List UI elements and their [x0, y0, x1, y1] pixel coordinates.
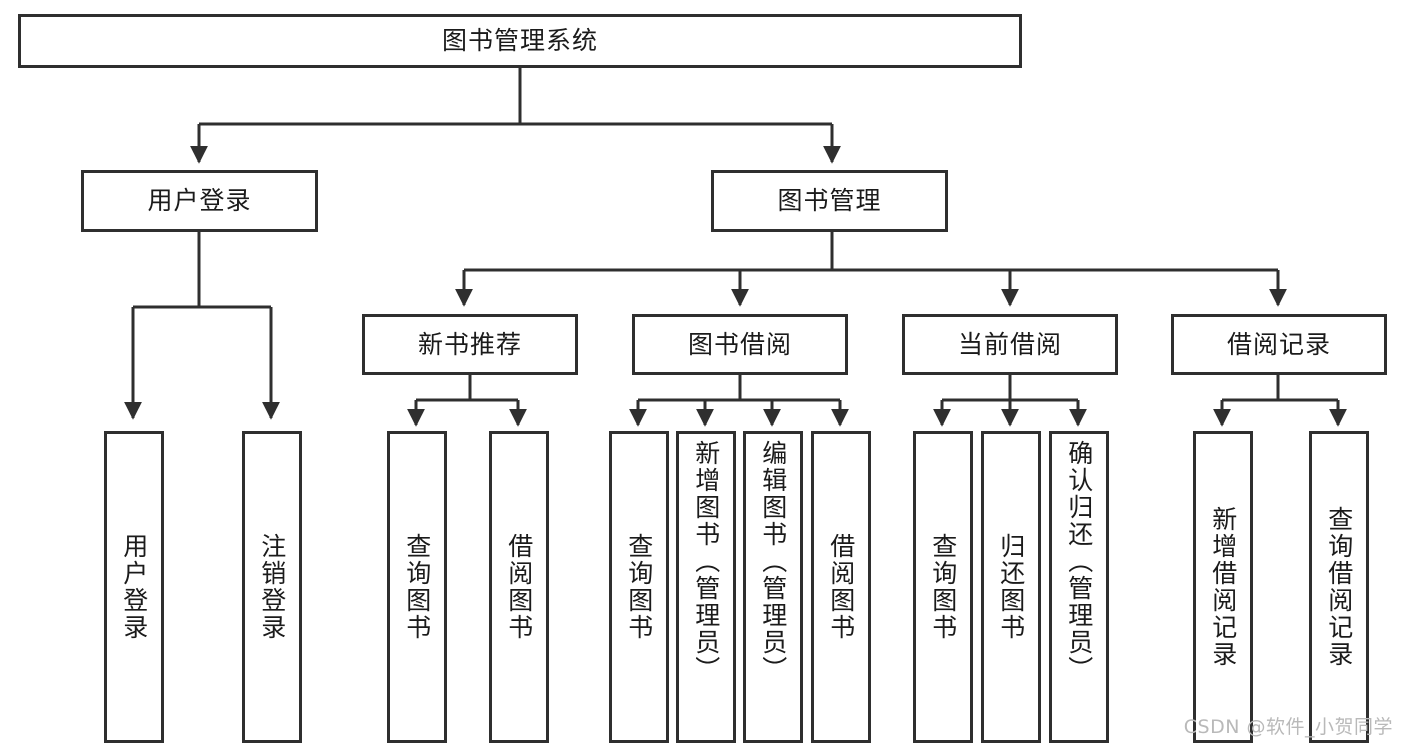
watermark: CSDN @软件_小贺同学 — [1183, 716, 1393, 738]
node-current-borrow-label: 当前借阅 — [957, 329, 1062, 359]
leaf-bb-query-book[interactable]: 查询图书 — [609, 431, 669, 743]
node-new-book-recommend[interactable]: 新书推荐 — [362, 314, 578, 375]
leaf-cb-return-book-label: 归还图书 — [996, 533, 1026, 641]
leaf-bb-add-book[interactable]: 新增图书（管理员） — [676, 431, 736, 743]
node-borrow-record-label: 借阅记录 — [1226, 329, 1331, 359]
leaf-br-add-record-label: 新增借阅记录 — [1208, 506, 1238, 668]
node-user-login-label: 用户登录 — [147, 186, 252, 216]
node-root-label: 图书管理系统 — [441, 26, 598, 56]
leaf-logout[interactable]: 注销登录 — [242, 431, 302, 743]
leaf-br-query-record-label: 查询借阅记录 — [1324, 506, 1354, 668]
leaf-nb-query-book[interactable]: 查询图书 — [387, 431, 447, 743]
node-book-management[interactable]: 图书管理 — [711, 170, 948, 232]
node-current-borrow[interactable]: 当前借阅 — [902, 314, 1118, 375]
leaf-user-login[interactable]: 用户登录 — [104, 431, 164, 743]
leaf-bb-borrow-book-label: 借阅图书 — [826, 533, 856, 641]
leaf-cb-query-book[interactable]: 查询图书 — [913, 431, 973, 743]
node-book-borrow[interactable]: 图书借阅 — [632, 314, 848, 375]
leaf-nb-query-book-label: 查询图书 — [402, 533, 432, 641]
leaf-bb-add-book-label: 新增图书（管理员） — [691, 440, 721, 683]
node-root[interactable]: 图书管理系统 — [18, 14, 1022, 68]
leaf-user-login-label: 用户登录 — [119, 533, 149, 641]
leaf-br-add-record[interactable]: 新增借阅记录 — [1193, 431, 1253, 743]
node-book-borrow-label: 图书借阅 — [687, 329, 792, 359]
leaf-bb-edit-book-label: 编辑图书（管理员） — [758, 440, 788, 683]
leaf-cb-confirm-return[interactable]: 确认归还（管理员） — [1049, 431, 1109, 743]
leaf-logout-label: 注销登录 — [257, 533, 287, 641]
node-new-book-recommend-label: 新书推荐 — [417, 329, 522, 359]
leaf-cb-return-book[interactable]: 归还图书 — [981, 431, 1041, 743]
leaf-nb-borrow-book[interactable]: 借阅图书 — [489, 431, 549, 743]
node-user-login[interactable]: 用户登录 — [81, 170, 318, 232]
leaf-nb-borrow-book-label: 借阅图书 — [504, 533, 534, 641]
node-borrow-record[interactable]: 借阅记录 — [1171, 314, 1387, 375]
leaf-cb-query-book-label: 查询图书 — [928, 533, 958, 641]
leaf-br-query-record[interactable]: 查询借阅记录 — [1309, 431, 1369, 743]
node-book-management-label: 图书管理 — [777, 186, 882, 216]
leaf-bb-borrow-book[interactable]: 借阅图书 — [811, 431, 871, 743]
leaf-bb-edit-book[interactable]: 编辑图书（管理员） — [743, 431, 803, 743]
leaf-cb-confirm-return-label: 确认归还（管理员） — [1064, 440, 1094, 683]
leaf-bb-query-book-label: 查询图书 — [624, 533, 654, 641]
